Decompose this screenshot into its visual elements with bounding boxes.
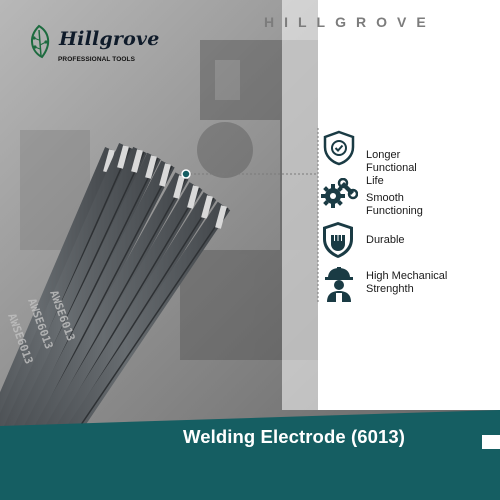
shield-check-icon [323, 130, 355, 166]
feature-label: Smooth Functioning [366, 192, 423, 217]
feature-label: Durable [366, 234, 405, 246]
circuit-leaf-icon [31, 24, 50, 59]
brand-watermark: HILLGROVE [264, 14, 436, 30]
footer-accent-square [482, 435, 500, 449]
electrode-bare-tip [187, 185, 199, 209]
pointer-dot [181, 169, 191, 179]
electrode-bare-tip [117, 145, 129, 169]
electrode-bare-tip [145, 155, 157, 179]
brand-logo: Hillgrove PROFESSIONAL TOOLS [22, 22, 162, 82]
electrode-bare-tip [131, 149, 143, 173]
electrode-bare-tip [103, 149, 115, 173]
gear-wrench-icon [321, 178, 358, 208]
feature-label: Longer Functional Life [366, 149, 417, 187]
fist-shield-icon [323, 222, 353, 258]
electrode-rod [0, 147, 119, 431]
worker-hardhat-icon [325, 267, 353, 302]
electrode-rod [0, 142, 133, 451]
electrode-bare-tip [201, 195, 213, 219]
product-title: Welding Electrode (6013) [183, 426, 406, 447]
electrode-bare-tip [159, 163, 171, 187]
electrode-bare-tip [173, 175, 185, 199]
feature-label: High Mechanical Strenghth [366, 270, 448, 295]
brand-name: Hillgrove [59, 28, 160, 50]
electrode-bare-tip [215, 205, 227, 229]
brand-tagline: PROFESSIONAL TOOLS [58, 56, 136, 63]
footer-band [0, 410, 500, 500]
